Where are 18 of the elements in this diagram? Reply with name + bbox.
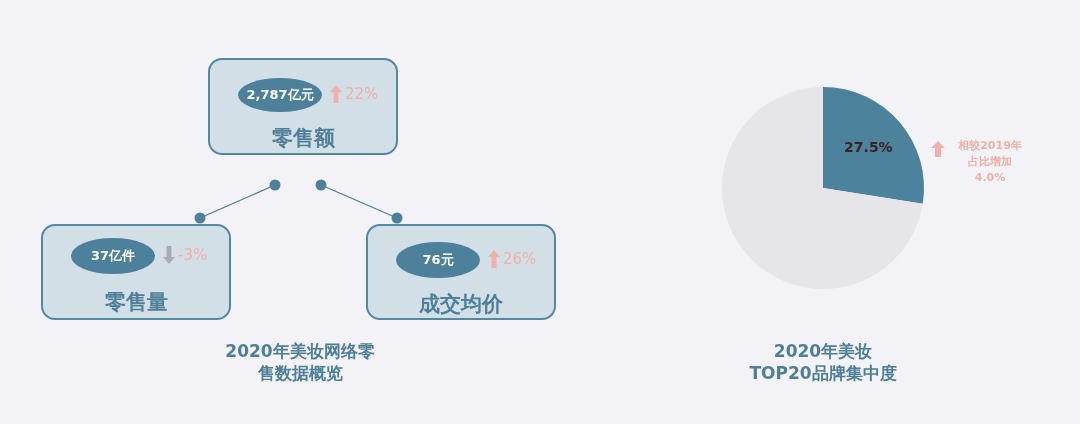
chart-title: 2020年美妆TOP20品牌集中度 (748, 340, 898, 384)
card-heading: 成交均价 (418, 291, 504, 318)
change-note: 相较2019年占比增加4.0% (957, 138, 1023, 186)
change-percent: 26% (503, 250, 537, 268)
change-percent: -3% (178, 246, 208, 264)
value-ellipse: 2,787亿元 (238, 78, 322, 112)
metric-card (366, 224, 556, 320)
dot-connector (315, 179, 403, 224)
metric-card (41, 224, 231, 320)
value-ellipse: 76元 (396, 242, 480, 278)
card-heading: 零售量 (103, 289, 169, 316)
metric-card (208, 58, 398, 155)
change-percent: 22% (345, 85, 379, 103)
caption: 2020年美妆网络零售数据概览 (225, 340, 375, 384)
card-heading: 零售额 (270, 125, 336, 152)
slice-label: 27.5% (844, 138, 893, 155)
dot-connector (194, 179, 281, 224)
value-ellipse: 37亿件 (71, 238, 155, 274)
